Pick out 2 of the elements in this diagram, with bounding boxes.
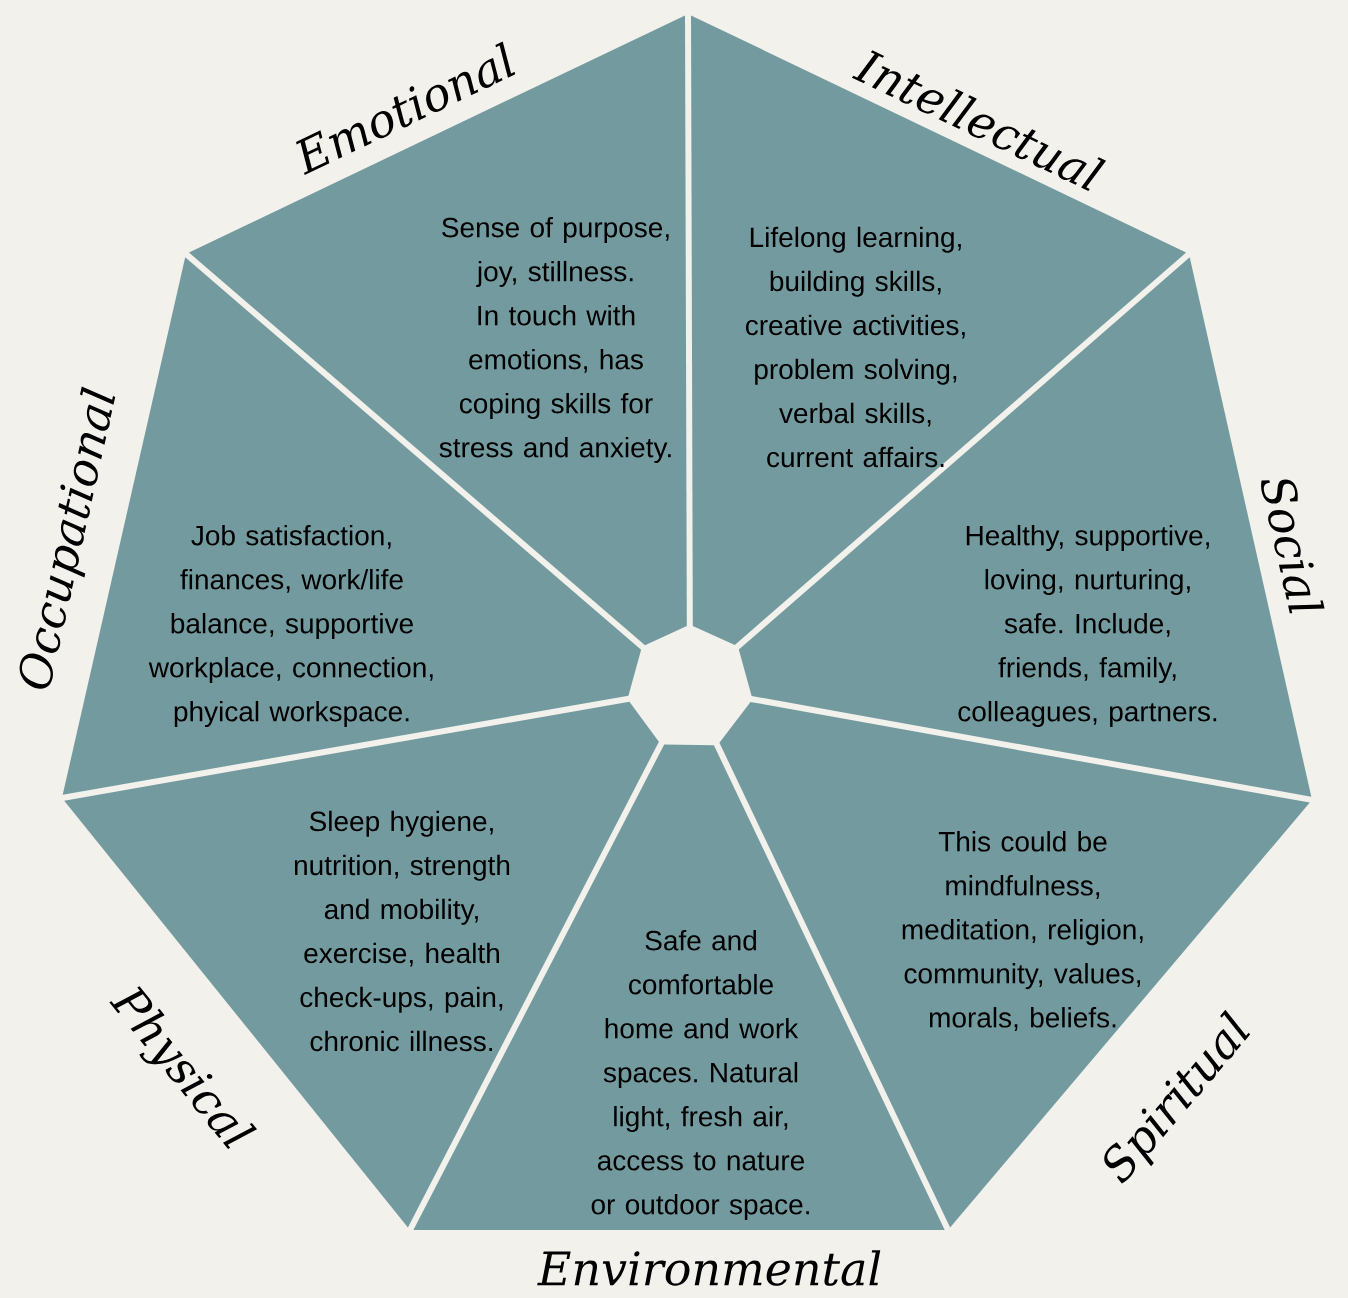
segment-heading: Social	[1261, 479, 1325, 614]
segment-heading: Environmental	[537, 1250, 881, 1286]
